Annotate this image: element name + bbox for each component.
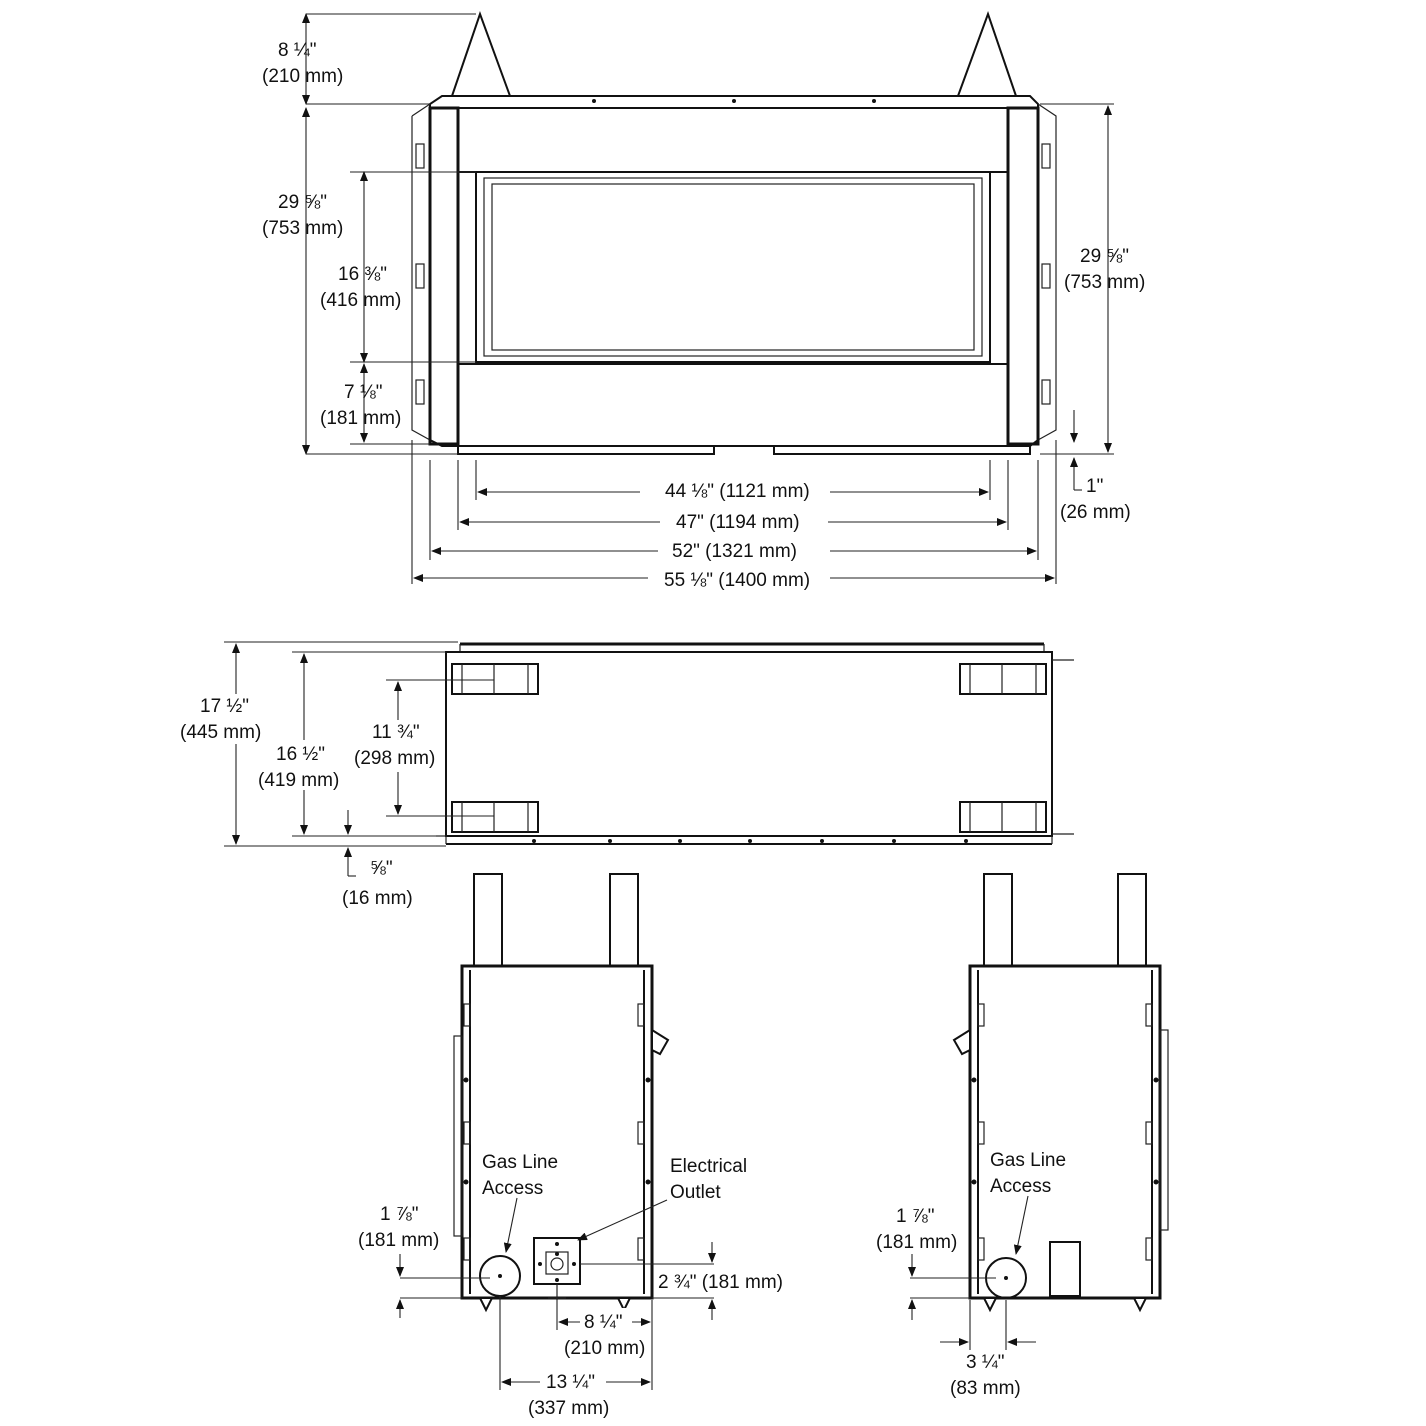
bracket-bottom-left [451, 801, 539, 833]
top-inner-mm: (419 mm) [258, 770, 339, 791]
left-gas-label-1: Gas Line [482, 1152, 558, 1173]
left-outlet-offset-in: 8 ¼" [584, 1312, 622, 1333]
top-bracket-mm: (298 mm) [354, 748, 435, 769]
front-foot-in: 1" [1086, 476, 1103, 497]
bracket-top-left [451, 663, 539, 695]
left-gas-height-mm: (181 mm) [358, 1230, 439, 1251]
right-gas-label-2: Access [990, 1176, 1051, 1197]
right-gas-height-in: 1 ⅞" [896, 1206, 934, 1227]
left-outlet-height: 2 ¾" (181 mm) [658, 1272, 783, 1293]
front-foot-mm: (26 mm) [1060, 502, 1131, 523]
front-bottom-mm: (181 mm) [320, 408, 401, 429]
front-top-height-in: 8 ¼" [278, 40, 316, 61]
front-opening-mm: (416 mm) [320, 290, 401, 311]
left-side-view: Gas Line Access Electrical Outlet 1 ⅞" (… [358, 873, 783, 1419]
left-gas-offset-mm: (337 mm) [528, 1398, 609, 1419]
left-outlet-offset-mm: (210 mm) [564, 1338, 645, 1359]
right-gas-height-mm: (181 mm) [876, 1232, 957, 1253]
top-base-mm: (16 mm) [342, 888, 413, 909]
right-gas-label-1: Gas Line [990, 1150, 1066, 1171]
top-inner-in: 16 ½" [276, 744, 325, 765]
left-gas-label-2: Access [482, 1178, 543, 1199]
front-left-height-in: 29 ⅝" [278, 192, 327, 213]
front-view: 8 ¼" (210 mm) 29 ⅝" (753 mm) 16 ⅜" (416 … [262, 11, 1145, 592]
front-bottom-in: 7 ⅛" [344, 382, 382, 403]
front-opening-in: 16 ⅜" [338, 264, 387, 285]
right-gas-offset-in: 3 ¼" [966, 1352, 1004, 1373]
left-gas-height-in: 1 ⅞" [380, 1204, 418, 1225]
left-electrical-label-2: Outlet [670, 1182, 721, 1203]
right-gas-offset-mm: (83 mm) [950, 1378, 1021, 1399]
front-width-1: 44 ⅛" (1121 mm) [665, 481, 810, 502]
left-gas-offset-in: 13 ¼" [546, 1372, 595, 1393]
top-view: 17 ½" (445 mm) 16 ½" (419 mm) 11 ¾" (298… [180, 641, 1074, 909]
front-left-height-mm: (753 mm) [262, 218, 343, 239]
front-right-height-in: 29 ⅝" [1080, 246, 1129, 267]
bracket-bottom-right [959, 801, 1047, 833]
left-electrical-label-1: Electrical [670, 1156, 747, 1177]
right-side-view: Gas Line Access 1 ⅞" (181 mm) 3 ¼" (83 m… [876, 873, 1169, 1399]
top-depth-mm: (445 mm) [180, 722, 261, 743]
bracket-top-right [959, 663, 1047, 695]
front-right-height-mm: (753 mm) [1064, 272, 1145, 293]
front-width-2: 47" (1194 mm) [676, 512, 800, 533]
top-bracket-in: 11 ¾" [372, 722, 420, 743]
front-top-height-mm: (210 mm) [262, 66, 343, 87]
front-width-3: 52" (1321 mm) [672, 541, 797, 562]
front-width-4: 55 ⅛" (1400 mm) [664, 570, 810, 591]
top-base-in: ⅝" [370, 858, 393, 879]
top-depth-in: 17 ½" [200, 696, 249, 717]
